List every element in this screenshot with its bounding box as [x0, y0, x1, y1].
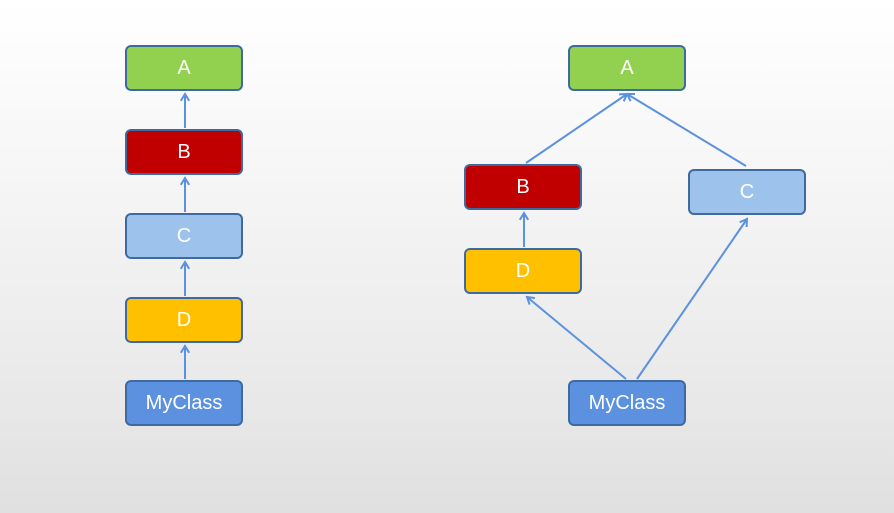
- right-node-d-label: D: [515, 259, 531, 282]
- left-edge-myclass-to-d: [179, 344, 191, 379]
- right-edge-b-to-a: [525, 92, 629, 164]
- left-node-b-label: B: [177, 140, 191, 163]
- right-node-a: A: [568, 45, 686, 91]
- right-node-d: D: [464, 248, 582, 294]
- right-node-b-label: B: [516, 175, 530, 198]
- right-node-b: B: [464, 164, 582, 210]
- left-edge-c-to-b: [179, 176, 191, 212]
- right-edge-myclass-to-c: [636, 217, 749, 380]
- right-edge-c-to-a-arrowhead: [625, 92, 636, 102]
- right-node-a-label: A: [620, 56, 634, 79]
- left-node-a-label: A: [177, 56, 191, 79]
- left-edge-d-to-c-arrowhead: [179, 260, 191, 270]
- left-node-myclass: MyClass: [125, 380, 243, 426]
- right-node-myclass: MyClass: [568, 380, 686, 426]
- right-edge-d-to-b-arrowhead: [518, 211, 530, 221]
- right-edge-d-to-b: [518, 211, 530, 247]
- right-node-c: C: [688, 169, 806, 215]
- left-node-b: B: [125, 129, 243, 175]
- left-node-c: C: [125, 213, 243, 259]
- left-edge-myclass-to-d-arrowhead: [179, 344, 191, 354]
- left-edge-d-to-c: [179, 260, 191, 296]
- left-node-a: A: [125, 45, 243, 91]
- left-node-d: D: [125, 297, 243, 343]
- left-node-c-label: C: [176, 224, 192, 247]
- left-edge-c-to-b-arrowhead: [179, 176, 191, 186]
- right-edge-c-to-a: [625, 92, 747, 167]
- left-node-d-label: D: [176, 308, 192, 331]
- left-edge-b-to-a-arrowhead: [179, 92, 191, 102]
- right-node-c-label: C: [739, 180, 755, 203]
- left-edge-b-to-a: [179, 92, 191, 128]
- left-node-myclass-label: MyClass: [145, 391, 223, 414]
- right-node-myclass-label: MyClass: [588, 391, 666, 414]
- right-edge-myclass-to-d-arrowhead: [525, 295, 536, 305]
- right-edge-myclass-to-c-arrowhead: [739, 217, 749, 228]
- right-edge-myclass-to-d: [525, 295, 627, 380]
